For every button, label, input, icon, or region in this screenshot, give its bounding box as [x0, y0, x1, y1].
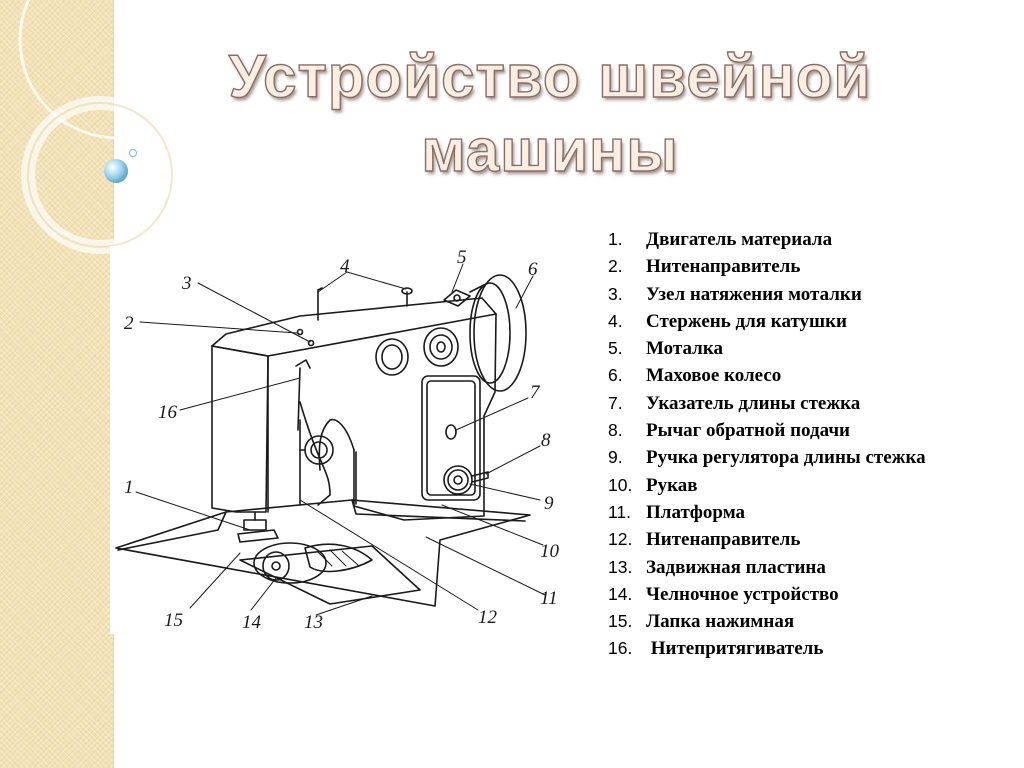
- platform-outline: [115, 499, 531, 607]
- title-line-1: Устройство швейной: [228, 42, 872, 110]
- callout-9: 9: [544, 493, 554, 514]
- legend-item: 3.Узел натяжения моталки: [608, 283, 862, 305]
- callout-7: 7: [530, 382, 541, 403]
- callout-16: 16: [158, 402, 178, 423]
- callout-6: 6: [528, 259, 538, 280]
- needle-foot: [237, 511, 279, 543]
- legend-item: 9.Ручка регулятора длины стежка: [608, 447, 926, 469]
- leader-lines: [135, 263, 546, 616]
- callout-1: 1: [124, 477, 134, 498]
- callout-3: 3: [181, 273, 192, 294]
- callout-11: 11: [540, 588, 558, 609]
- decorative-circles: [18, 0, 200, 254]
- legend-item: 2.Нитенаправитель: [608, 256, 801, 278]
- side-knob: [299, 435, 334, 465]
- callout-14: 14: [242, 612, 262, 633]
- legend-item: 5.Моталка: [608, 338, 723, 360]
- flywheel: [469, 274, 527, 392]
- machine-body: [211, 297, 497, 521]
- sewing-machine-diagram: 1 2 3 4 5 6 7 8 9 10 11 12 13 14 15 16: [110, 246, 580, 634]
- callout-15: 15: [164, 610, 183, 631]
- legend-item: 13.Задвижная пластина: [608, 556, 826, 578]
- legend-item: 11.Платформа: [608, 501, 746, 523]
- title-line-2: машины: [421, 116, 679, 184]
- bubble-small: [129, 149, 137, 157]
- legend-item: 8.Рычаг обратной подачи: [608, 420, 850, 442]
- legend-item: 12.Нитенаправитель: [608, 529, 801, 551]
- bubble-large: [104, 159, 128, 183]
- parts-legend: 1.Двигатель материала 2.Нитенаправитель …: [608, 226, 926, 663]
- legend-item: 1.Двигатель материала: [608, 229, 833, 250]
- legend-item: 6.Маховое колесо: [608, 365, 782, 387]
- callout-12: 12: [478, 607, 498, 628]
- callout-8: 8: [541, 430, 551, 451]
- callout-labels: 1 2 3 4 5 6 7 8 9 10 11 12 13 14 15 16: [124, 247, 560, 633]
- legend-item: 15.Лапка нажимная: [608, 611, 795, 633]
- callout-2: 2: [124, 313, 134, 334]
- shuttle-area: [253, 542, 373, 584]
- legend-item: 7.Указатель длины стежка: [608, 392, 861, 414]
- slide-title: Устройство швейной машины: [170, 40, 930, 188]
- callout-5: 5: [457, 247, 467, 268]
- legend-item: 16. Нитепритягиватель: [608, 638, 824, 660]
- legend-item: 4.Стержень для катушки: [608, 310, 847, 332]
- legend-item: 10.Рукав: [608, 474, 698, 496]
- callout-4: 4: [340, 256, 350, 277]
- take-up-lever: [295, 359, 311, 431]
- legend-item: 14.Челночное устройство: [608, 583, 839, 605]
- spool-pins: [296, 287, 471, 347]
- callout-10: 10: [540, 541, 560, 562]
- decorative-side-band: [0, 0, 114, 768]
- stitch-panel: [421, 375, 489, 501]
- top-knobs: [375, 327, 459, 376]
- callout-13: 13: [304, 612, 323, 633]
